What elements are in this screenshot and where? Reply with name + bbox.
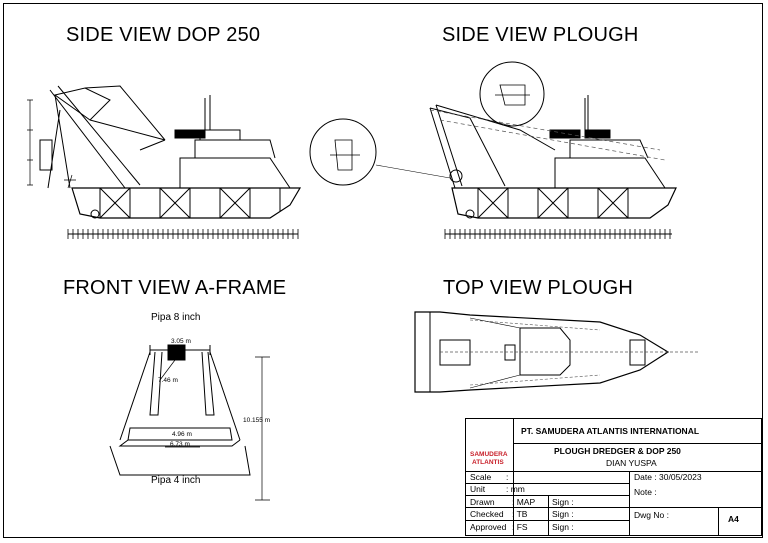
project-title: PLOUGH DREDGER & DOP 250 [554, 446, 681, 456]
drawn-label: Drawn [470, 497, 495, 507]
title-side-view-dop: SIDE VIEW DOP 250 [66, 24, 261, 46]
top-view-plough-drawing [414, 311, 700, 393]
drawing-sheet-border [3, 3, 763, 538]
scale-label: Scale [470, 472, 492, 482]
side-view-plough-drawing [309, 61, 677, 219]
logo-text-line2: ATLANTIS [472, 459, 504, 466]
dim-base-width: 6.73 m [170, 441, 190, 448]
scale-value: : [506, 472, 509, 482]
dim-top-width: 3.05 m [171, 338, 191, 345]
title-front-view-aframe: FRONT VIEW A-FRAME [63, 277, 287, 299]
title-top-view-plough: TOP VIEW PLOUGH [443, 277, 634, 299]
dim-height: 10.155 m [243, 417, 271, 424]
sheet-size: A4 [728, 514, 739, 524]
author-name: DIAN YUSPA [606, 458, 657, 468]
title-side-view-plough: SIDE VIEW PLOUGH [442, 24, 639, 46]
dim-mid-width: 4.96 m [172, 431, 192, 438]
approved-value: : FS [512, 522, 528, 532]
note-field: Note : [634, 487, 657, 497]
drawing-number-field: Dwg No : [634, 510, 669, 520]
date-field: Date : 30/05/2023 [634, 472, 702, 482]
label-pipe-4-inch: Pipa 4 inch [151, 475, 201, 486]
front-view-aframe-drawing [109, 344, 270, 501]
checked-label: Checked [470, 509, 504, 519]
checked-sign: Sign : [552, 509, 574, 519]
label-pipe-8-inch: Pipa 8 inch [151, 312, 201, 323]
company-name: PT. SAMUDERA ATLANTIS INTERNATIONAL [521, 426, 700, 436]
unit-label: Unit [470, 484, 486, 494]
drawn-sign: Sign : [552, 497, 574, 507]
dim-diagonal: 7.46 m [158, 377, 178, 384]
approved-sign: Sign : [552, 522, 574, 532]
unit-value: : mm [506, 484, 525, 494]
approved-label: Approved [470, 522, 507, 532]
logo-text-line1: SAMUDERA [470, 451, 508, 458]
drawn-value: : MAP [512, 497, 536, 507]
title-block: SAMUDERA ATLANTIS PT. SAMUDERA ATLANTIS … [465, 418, 762, 536]
checked-value: : TB [512, 509, 528, 519]
side-view-dop-drawing [27, 85, 302, 219]
